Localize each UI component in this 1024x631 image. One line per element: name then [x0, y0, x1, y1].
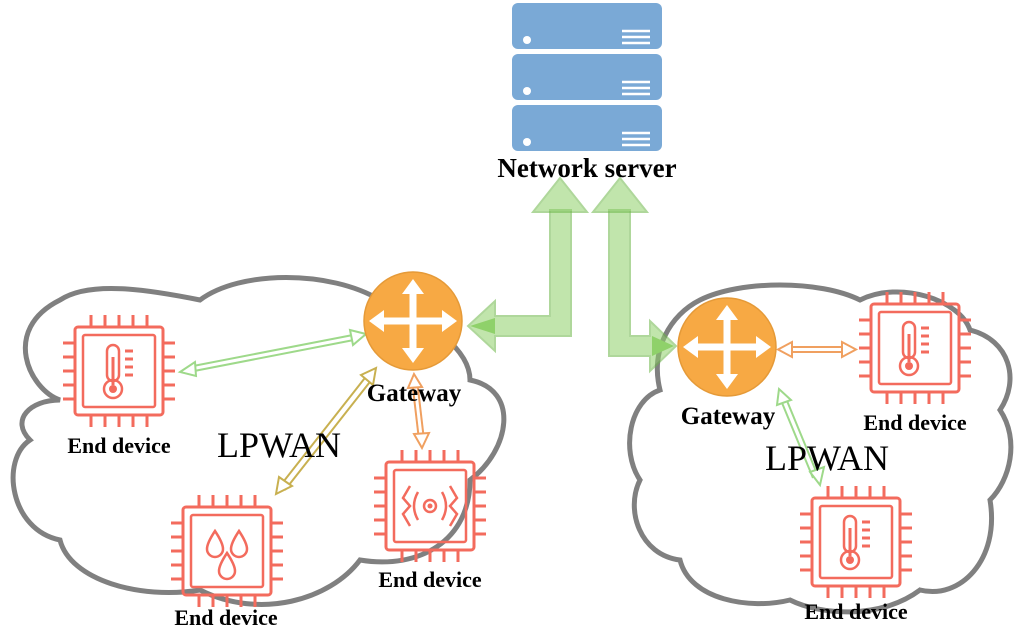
link-right-gw-device2 — [775, 386, 826, 488]
link-right-gw-device1 — [775, 340, 859, 359]
signal-icon — [372, 448, 488, 564]
left-device1-label: End device — [67, 433, 171, 458]
right-lpwan-label: LPWAN — [765, 438, 889, 478]
thermometer-icon — [798, 484, 914, 600]
thermometer-icon — [61, 313, 177, 429]
right-gateway-icon — [677, 297, 777, 397]
left-device2-label: End device — [174, 605, 278, 630]
network-server-label: Network server — [497, 153, 676, 183]
left-lpwan-label: LPWAN — [217, 425, 341, 465]
right-device2-label: End device — [804, 599, 908, 624]
left-gateway-label: Gateway — [367, 380, 462, 407]
network-server-icon — [512, 3, 662, 151]
right-device1-label: End device — [863, 410, 967, 435]
left-lpwan-cloud — [10, 275, 507, 607]
right-gateway-label: Gateway — [681, 403, 776, 430]
link-left-gw-device1 — [177, 328, 369, 378]
uplink-arrow-left — [466, 176, 590, 354]
left-device3-label: End device — [378, 567, 482, 592]
link-left-gw-device2 — [274, 366, 378, 496]
left-gateway-icon — [363, 271, 463, 371]
link-left-gw-device3 — [406, 371, 431, 451]
uplink-arrow-right — [590, 176, 678, 374]
